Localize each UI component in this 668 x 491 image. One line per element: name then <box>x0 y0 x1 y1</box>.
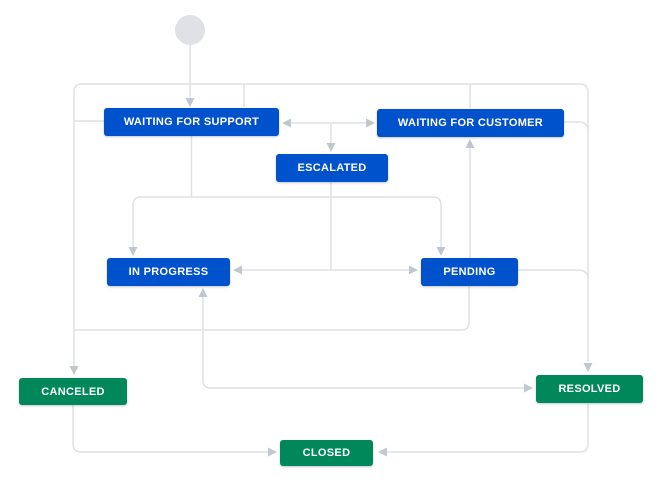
status-escalated[interactable]: ESCALATED <box>276 154 388 182</box>
status-resolved[interactable]: RESOLVED <box>536 375 643 403</box>
status-canceled[interactable]: CANCELED <box>19 378 127 405</box>
edge-resolved-to-closed <box>378 404 589 457</box>
edge-support-customer-bidirectional <box>282 118 375 128</box>
start-node-circle <box>175 15 205 45</box>
edge-canceled-to-closed <box>72 405 277 457</box>
edge-in-progress-pending-bidirectional <box>233 265 418 275</box>
edge-pending-to-waiting-for-customer <box>465 139 475 258</box>
status-in-progress[interactable]: IN PROGRESS <box>107 258 230 286</box>
edge-pending-to-left-rail <box>74 286 470 331</box>
status-waiting-for-support[interactable]: WAITING FOR SUPPORT <box>104 108 279 136</box>
status-waiting-for-customer[interactable]: WAITING FOR CUSTOMER <box>377 109 564 137</box>
edge-start-to-waiting-for-support <box>185 45 195 107</box>
edge-outer-rail <box>69 83 593 375</box>
edge-pending-to-right-rail <box>518 269 589 280</box>
edge-support-to-in-progress-and-pending <box>128 136 446 256</box>
edge-to-escalated <box>326 123 336 152</box>
status-closed[interactable]: CLOSED <box>280 440 373 466</box>
edge-in-progress-resolved <box>198 288 533 393</box>
status-pending[interactable]: PENDING <box>421 258 518 286</box>
edge-waiting-for-customer-to-rail <box>564 121 589 132</box>
